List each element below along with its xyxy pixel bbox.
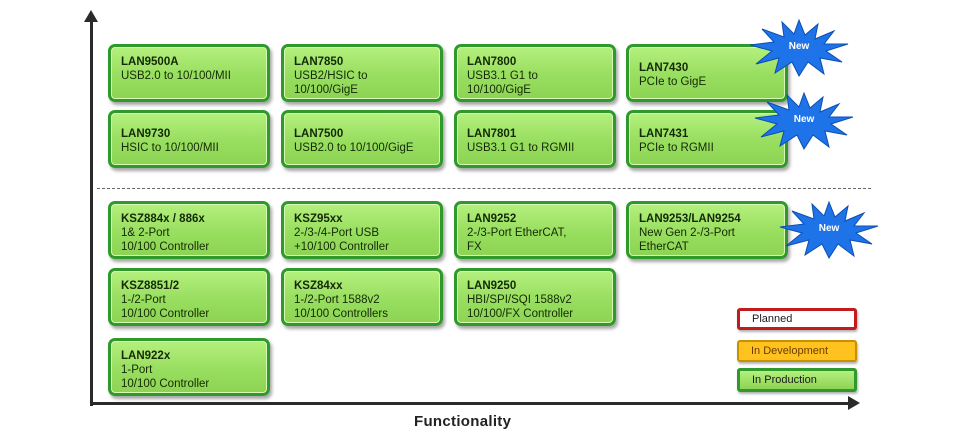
card-desc: 1-/2-Port 1588v2 10/100 Controllers — [294, 294, 388, 320]
card-title: KSZ95xx — [294, 213, 343, 225]
starburst-icon — [754, 91, 854, 151]
starburst-icon — [749, 18, 849, 78]
product-card-lan7430[interactable]: LAN7430 PCIe to GigE — [626, 44, 788, 102]
card-desc: 2-/3-/4-Port USB +10/100 Controller — [294, 227, 389, 253]
card-title: LAN7431 — [639, 128, 689, 140]
product-card-lan9500a[interactable]: LAN9500A USB2.0 to 10/100/MII — [108, 44, 270, 102]
card-desc: USB2/HSIC to 10/100/GigE — [294, 70, 368, 96]
new-badge-lan7431: New — [749, 91, 859, 151]
product-card-lan7801[interactable]: LAN7801 USB3.1 G1 to RGMII — [454, 110, 616, 168]
card-desc: 2-/3-Port EtherCAT, FX — [467, 227, 567, 253]
product-card-lan9253[interactable]: LAN9253/LAN9254 New Gen 2-/3-Port EtherC… — [626, 201, 788, 259]
x-axis-arrow — [90, 396, 860, 410]
card-title: KSZ884x / 886x — [121, 213, 205, 225]
card-title: LAN7801 — [467, 128, 517, 140]
product-card-lan7500[interactable]: LAN7500 USB2.0 to 10/100/GigE — [281, 110, 443, 168]
card-desc: New Gen 2-/3-Port EtherCAT — [639, 227, 735, 253]
legend-in-development: In Development — [737, 340, 857, 362]
card-title: LAN922x — [121, 350, 171, 362]
card-desc: PCIe to GigE — [639, 76, 707, 88]
card-desc: HBI/SPI/SQI 1588v2 10/100/FX Controller — [467, 294, 574, 320]
product-card-ksz84xx[interactable]: KSZ84xx 1-/2-Port 1588v2 10/100 Controll… — [281, 268, 443, 326]
legend-planned-label: Planned — [752, 313, 793, 325]
card-desc: USB3.1 G1 to 10/100/GigE — [467, 70, 538, 96]
legend-in-production-label: In Production — [752, 374, 817, 386]
legend-planned: Planned — [737, 308, 857, 330]
card-title: LAN9730 — [121, 128, 171, 140]
new-badge-lan7430: New — [744, 18, 854, 78]
product-card-lan7800[interactable]: LAN7800 USB3.1 G1 to 10/100/GigE — [454, 44, 616, 102]
new-badge-label: New — [788, 40, 810, 52]
card-desc: HSIC to 10/100/MII — [121, 142, 219, 154]
product-card-lan9252[interactable]: LAN9252 2-/3-Port EtherCAT, FX — [454, 201, 616, 259]
card-desc: USB2.0 to 10/100/MII — [121, 70, 231, 82]
card-desc: 1-Port 10/100 Controller — [121, 364, 210, 390]
product-card-ksz95xx[interactable]: KSZ95xx 2-/3-/4-Port USB +10/100 Control… — [281, 201, 443, 259]
card-title: KSZ84xx — [294, 280, 343, 292]
card-title: LAN7850 — [294, 56, 344, 68]
product-card-ksz8851[interactable]: KSZ8851/2 1-/2-Port 10/100 Controller — [108, 268, 270, 326]
card-title: LAN7800 — [467, 56, 517, 68]
card-title: LAN9250 — [467, 280, 517, 292]
card-title: KSZ8851/2 — [121, 280, 180, 292]
new-badge-lan9253: New — [774, 200, 884, 260]
card-title: LAN9252 — [467, 213, 517, 225]
product-card-lan922x[interactable]: LAN922x 1-Port 10/100 Controller — [108, 338, 270, 396]
legend-in-development-label: In Development — [751, 345, 829, 357]
starburst-icon — [779, 200, 879, 260]
new-badge-label: New — [793, 113, 815, 125]
y-axis-arrow — [84, 10, 98, 406]
card-desc: 1-/2-Port 10/100 Controller — [121, 294, 210, 320]
card-title: LAN9253/LAN9254 — [639, 213, 741, 225]
card-desc: USB3.1 G1 to RGMII — [467, 142, 575, 154]
legend-in-production: In Production — [737, 368, 857, 392]
product-card-lan9250[interactable]: LAN9250 HBI/SPI/SQI 1588v2 10/100/FX Con… — [454, 268, 616, 326]
card-title: LAN7500 — [294, 128, 344, 140]
new-badge-label: New — [818, 222, 840, 234]
card-desc: PCIe to RGMII — [639, 142, 714, 154]
dashed-divider — [97, 188, 871, 189]
card-title: LAN7430 — [639, 62, 689, 74]
x-axis-label: Functionality — [414, 413, 512, 430]
product-card-lan9730[interactable]: LAN9730 HSIC to 10/100/MII — [108, 110, 270, 168]
card-desc: USB2.0 to 10/100/GigE — [294, 142, 414, 154]
product-card-lan7850[interactable]: LAN7850 USB2/HSIC to 10/100/GigE — [281, 44, 443, 102]
product-card-ksz884x[interactable]: KSZ884x / 886x 1& 2-Port 10/100 Controll… — [108, 201, 270, 259]
card-title: LAN9500A — [121, 56, 179, 68]
card-desc: 1& 2-Port 10/100 Controller — [121, 227, 210, 253]
